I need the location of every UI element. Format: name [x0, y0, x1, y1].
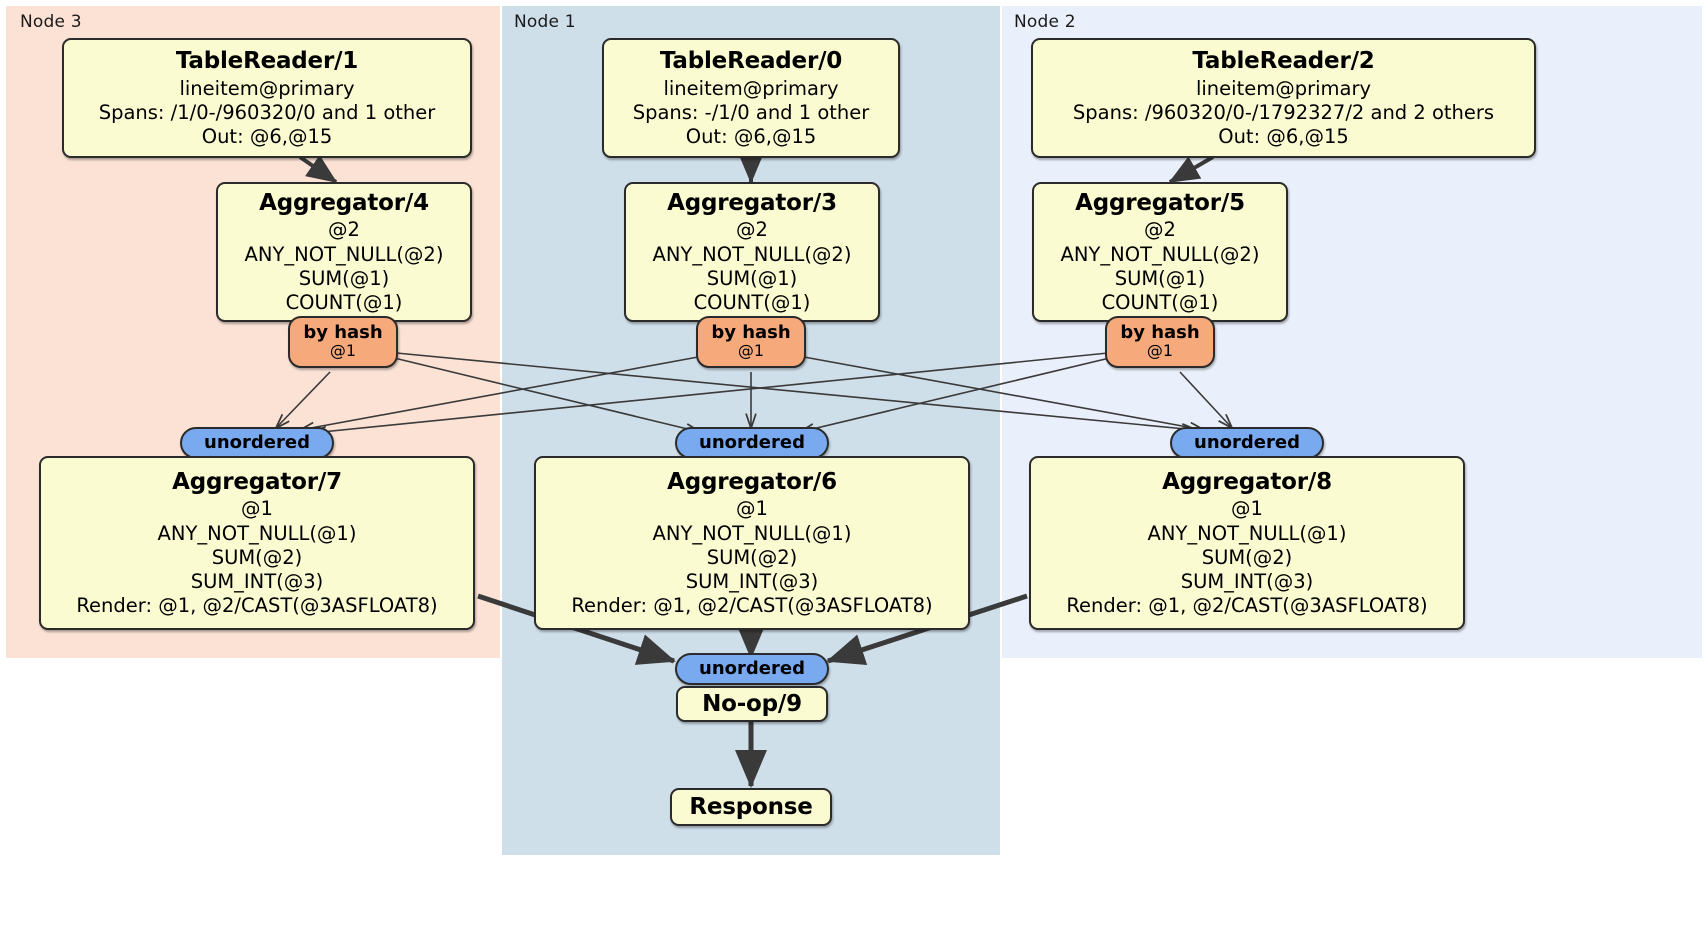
unordered-sync-mid[interactable]: unordered — [675, 427, 829, 459]
processor-detail-line: lineitem@primary — [663, 76, 839, 100]
processor-detail-line: @2 — [736, 218, 768, 242]
processor-detail-line: @2 — [1144, 218, 1176, 242]
processor-box-noop9[interactable]: No-op/9 — [676, 686, 828, 722]
hash-router-left[interactable]: by hash @1 — [288, 316, 398, 368]
hash-router-mid[interactable]: by hash @1 — [696, 316, 806, 368]
processor-title: Aggregator/8 — [1162, 468, 1332, 495]
node-panel-label-node3: Node 3 — [20, 12, 82, 32]
processor-detail-line: COUNT(@1) — [1101, 290, 1219, 314]
processor-detail-line: @2 — [328, 218, 360, 242]
processor-title: No-op/9 — [702, 690, 802, 717]
unordered-sync-final[interactable]: unordered — [675, 653, 829, 685]
processor-box-aggregator4[interactable]: Aggregator/4 @2 ANY_NOT_NULL(@2) SUM(@1)… — [216, 182, 472, 322]
processor-detail-line: SUM(@1) — [706, 266, 798, 290]
processor-title: TableReader/0 — [659, 47, 843, 74]
processor-detail-line: COUNT(@1) — [285, 290, 403, 314]
node-panel-label-node1: Node 1 — [514, 12, 576, 32]
processor-detail-line: SUM(@1) — [298, 266, 390, 290]
processor-box-tablereader2[interactable]: TableReader/2 lineitem@primary Spans: /9… — [1031, 38, 1536, 158]
hash-router-label: by hash — [1120, 322, 1200, 344]
hash-router-column: @1 — [1146, 341, 1174, 361]
processor-detail-line: Spans: /1/0-/960320/0 and 1 other — [98, 100, 436, 124]
processor-title: TableReader/1 — [175, 47, 359, 74]
processor-title: Aggregator/6 — [667, 468, 837, 495]
hash-router-label: by hash — [303, 322, 383, 344]
processor-detail-line: SUM(@2) — [706, 545, 798, 569]
processor-box-aggregator3[interactable]: Aggregator/3 @2 ANY_NOT_NULL(@2) SUM(@1)… — [624, 182, 880, 322]
unordered-sync-left[interactable]: unordered — [180, 427, 334, 459]
hash-router-column: @1 — [737, 341, 765, 361]
processor-render-line: Render: @1, @2/CAST(@3ASFLOAT8) — [1066, 594, 1428, 618]
processor-detail-line: ANY_NOT_NULL(@1) — [157, 521, 357, 545]
processor-title: TableReader/2 — [1192, 47, 1375, 74]
processor-box-aggregator6[interactable]: Aggregator/6 @1 ANY_NOT_NULL(@1) SUM(@2)… — [534, 456, 970, 630]
processor-detail-line: SUM(@2) — [211, 545, 303, 569]
processor-detail-line: Spans: /960320/0-/1792327/2 and 2 others — [1072, 100, 1495, 124]
processor-detail-line: Out: @6,@15 — [685, 124, 817, 148]
processor-box-tablereader1[interactable]: TableReader/1 lineitem@primary Spans: /1… — [62, 38, 472, 158]
processor-detail-line: SUM_INT(@3) — [190, 569, 324, 593]
processor-detail-line: SUM(@1) — [1114, 266, 1206, 290]
processor-detail-line: lineitem@primary — [1195, 76, 1372, 100]
processor-render-line: Render: @1, @2/CAST(@3ASFLOAT8) — [571, 594, 933, 618]
processor-detail-line: SUM_INT(@3) — [685, 569, 819, 593]
processor-detail-line: ANY_NOT_NULL(@2) — [244, 242, 444, 266]
processor-title: Response — [689, 793, 813, 820]
unordered-sync-label: unordered — [699, 431, 805, 453]
unordered-sync-label: unordered — [204, 431, 310, 453]
processor-detail-line: Spans: -/1/0 and 1 other — [632, 100, 870, 124]
hash-router-right[interactable]: by hash @1 — [1105, 316, 1215, 368]
processor-detail-line: COUNT(@1) — [693, 290, 811, 314]
processor-detail-line: SUM(@2) — [1201, 545, 1293, 569]
processor-detail-line: ANY_NOT_NULL(@2) — [652, 242, 852, 266]
processor-title: Aggregator/3 — [667, 189, 837, 216]
processor-box-tablereader0[interactable]: TableReader/0 lineitem@primary Spans: -/… — [602, 38, 900, 158]
node-panel-label-node2: Node 2 — [1014, 12, 1076, 32]
processor-detail-line: @1 — [736, 497, 768, 521]
processor-detail-line: ANY_NOT_NULL(@1) — [652, 521, 852, 545]
processor-detail-line: @1 — [241, 497, 273, 521]
processor-title: Aggregator/7 — [172, 468, 342, 495]
processor-box-response[interactable]: Response — [670, 788, 832, 826]
processor-detail-line: ANY_NOT_NULL(@2) — [1060, 242, 1260, 266]
processor-box-aggregator8[interactable]: Aggregator/8 @1 ANY_NOT_NULL(@1) SUM(@2)… — [1029, 456, 1465, 630]
processor-detail-line: lineitem@primary — [179, 76, 355, 100]
processor-detail-line: @1 — [1231, 497, 1263, 521]
unordered-sync-right[interactable]: unordered — [1170, 427, 1324, 459]
processor-title: Aggregator/5 — [1075, 189, 1245, 216]
processor-render-line: Render: @1, @2/CAST(@3ASFLOAT8) — [76, 594, 438, 618]
unordered-sync-label: unordered — [699, 657, 805, 679]
processor-box-aggregator5[interactable]: Aggregator/5 @2 ANY_NOT_NULL(@2) SUM(@1)… — [1032, 182, 1288, 322]
unordered-sync-label: unordered — [1194, 431, 1300, 453]
processor-detail-line: Out: @6,@15 — [1218, 124, 1349, 148]
processor-detail-line: Out: @6,@15 — [201, 124, 333, 148]
processor-box-aggregator7[interactable]: Aggregator/7 @1 ANY_NOT_NULL(@1) SUM(@2)… — [39, 456, 475, 630]
hash-router-column: @1 — [329, 341, 357, 361]
hash-router-label: by hash — [711, 322, 791, 344]
processor-title: Aggregator/4 — [259, 189, 429, 216]
processor-detail-line: ANY_NOT_NULL(@1) — [1147, 521, 1347, 545]
processor-detail-line: SUM_INT(@3) — [1180, 569, 1314, 593]
